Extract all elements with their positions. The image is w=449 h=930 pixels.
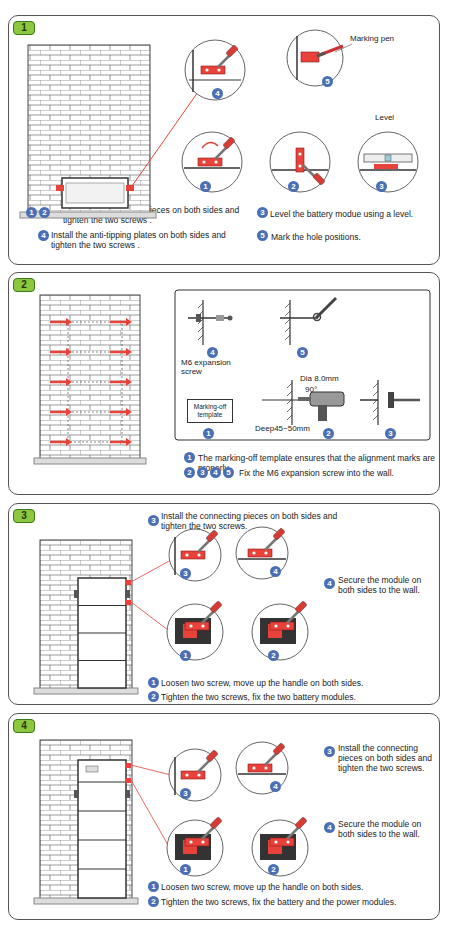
callout-number: 2	[184, 467, 195, 478]
callout-number: 1	[148, 677, 159, 688]
callout-number: 4	[270, 566, 281, 577]
callout-number: 5	[322, 76, 333, 87]
wall-scene-2	[34, 295, 146, 464]
instruction-text: Level the battery modue using a level.	[270, 209, 440, 219]
callout-number: 4	[38, 230, 49, 241]
callout-number: 3	[148, 515, 159, 526]
detail-circles-3	[167, 527, 308, 660]
part-label: 90°	[305, 385, 317, 394]
wall-scene-1	[20, 45, 198, 218]
part-label: Marking pen	[350, 34, 394, 43]
callout-number: 1	[184, 452, 195, 463]
detail-circles-1	[182, 30, 418, 192]
instruction-text: Install the anti-tipping plates on both …	[51, 230, 251, 250]
step-number: 4	[14, 720, 34, 732]
step-badge: 2	[13, 278, 35, 292]
callout-number: 4	[210, 467, 221, 478]
step-badge: 3	[13, 509, 35, 523]
template-box: Marking-off template	[187, 399, 233, 423]
instruction-text: Tighten the two screws, fix the battery …	[161, 897, 431, 907]
callout-number: 3	[385, 428, 396, 439]
instruction-text: Secure the module on both sides to the w…	[338, 575, 433, 595]
step-number: 2	[14, 279, 34, 291]
instruction-text: Mark the hole positions.	[271, 232, 431, 242]
wall-scene-4	[34, 740, 171, 904]
callout-number: 3	[257, 207, 268, 218]
callout-number: 3	[180, 568, 191, 579]
callout-number: 4	[324, 822, 335, 833]
instruction-text: Loosen two screw, move up the handle on …	[161, 882, 431, 892]
step-badge: 4	[13, 719, 35, 733]
part-label: M6 expansion screw	[181, 358, 233, 376]
part-label: Dia 8.0mm	[300, 374, 339, 383]
instruction-text: Secure the module on both sides to the w…	[338, 819, 433, 839]
callout-number: 4	[270, 781, 281, 792]
instruction-text: Loosen two screw, move up the handle on …	[161, 678, 431, 688]
callout-number: 4	[207, 347, 218, 358]
callout-number: 2	[288, 181, 299, 192]
callout-number: 2	[268, 650, 279, 661]
callout-number: 1	[26, 207, 37, 218]
instruction-text: Fix the M6 expansion screw into the wall…	[239, 468, 439, 478]
instruction-text: Install the connecting pieces on both si…	[338, 743, 438, 773]
detail-circles-4	[167, 742, 308, 876]
callout-number: 5	[297, 347, 308, 358]
instruction-text: Tighten the two screws, fix the two batt…	[161, 692, 431, 702]
box-text: Marking-off template	[188, 403, 232, 419]
callout-number: 3	[376, 181, 387, 192]
callout-number: 1	[180, 650, 191, 661]
callout-number: 2	[268, 864, 279, 875]
callout-number: 1	[180, 864, 191, 875]
callout-number: 1	[203, 428, 214, 439]
callout-number: 1	[148, 881, 159, 892]
callout-number: 5	[257, 230, 268, 241]
callout-number: 2	[148, 896, 159, 907]
step-number: 3	[14, 510, 34, 522]
step-number: 1	[14, 22, 34, 34]
part-label: Deep45~50mm	[255, 424, 310, 433]
callout-number: 3	[324, 746, 335, 757]
callout-number: 4	[324, 578, 335, 589]
callout-number: 3	[197, 467, 208, 478]
part-label: Level	[375, 113, 394, 122]
callout-number: 4	[212, 88, 223, 99]
callout-number: 2	[39, 207, 50, 218]
callout-number: 1	[200, 181, 211, 192]
callout-number: 2	[323, 428, 334, 439]
inset-box	[175, 290, 430, 440]
callout-number: 3	[180, 788, 191, 799]
wall-scene-3	[34, 540, 171, 694]
callout-number: 2	[148, 691, 159, 702]
step-badge: 1	[13, 21, 35, 35]
callout-number: 5	[223, 467, 234, 478]
